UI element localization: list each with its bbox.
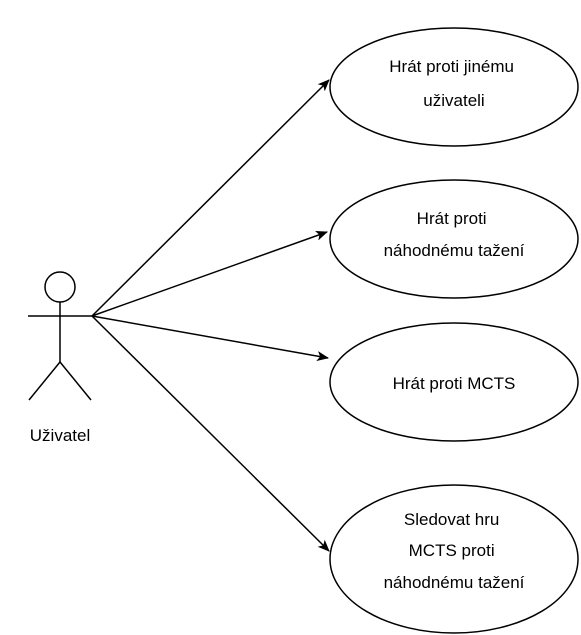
actor-head bbox=[44, 271, 76, 303]
association-arrow-1 bbox=[91, 79, 330, 317]
use-case-label-line: náhodnému tažení bbox=[384, 573, 525, 592]
use-case-label-line: uživateli bbox=[423, 91, 484, 110]
use-case-ellipse bbox=[329, 179, 579, 299]
use-case-play-vs-user[interactable]: Hrát proti jinému uživateli bbox=[329, 27, 579, 147]
association-arrow-3 bbox=[91, 315, 329, 361]
use-case-ellipse bbox=[329, 27, 579, 147]
association-arrow-4 bbox=[91, 315, 330, 552]
use-case-play-vs-random[interactable]: Hrát proti náhodnému tažení bbox=[329, 179, 579, 299]
use-case-watch-mcts-vs-random[interactable]: Sledovat hru MCTS proti náhodnému tažení bbox=[329, 484, 579, 634]
svg-text:Hrát proti jinému uživ: Hrát proti jinému uživateli bbox=[389, 57, 518, 110]
actor-label: Uživatel bbox=[30, 426, 90, 445]
actor-left-leg bbox=[28, 361, 61, 401]
svg-text:Hrát proti náhodnému t: Hrát proti náhodnému tažení bbox=[384, 209, 525, 260]
svg-text:Sledovat hru MCTS prot: Sledovat hru MCTS proti náhodnému tažení bbox=[384, 510, 525, 592]
use-case-ellipse bbox=[329, 322, 579, 442]
association-arrow-2 bbox=[91, 230, 328, 317]
actor-figure[interactable] bbox=[28, 271, 92, 401]
use-case-label-line: Sledovat hru bbox=[404, 510, 499, 529]
use-case-play-vs-mcts[interactable]: Hrát proti MCTS bbox=[329, 322, 579, 442]
actor-right-leg bbox=[59, 361, 92, 401]
use-case-label-line: MCTS proti bbox=[409, 541, 495, 560]
use-case-label-line: náhodnému tažení bbox=[384, 241, 525, 260]
use-case-label-line: Hrát proti MCTS bbox=[393, 374, 516, 393]
use-case-label-line: Hrát proti bbox=[417, 209, 487, 228]
svg-text:Hrát proti MCTS: Hrát proti MCTS bbox=[393, 374, 516, 393]
use-case-label-line: Hrát proti jinému bbox=[389, 57, 514, 76]
use-case-ellipse bbox=[329, 484, 579, 634]
